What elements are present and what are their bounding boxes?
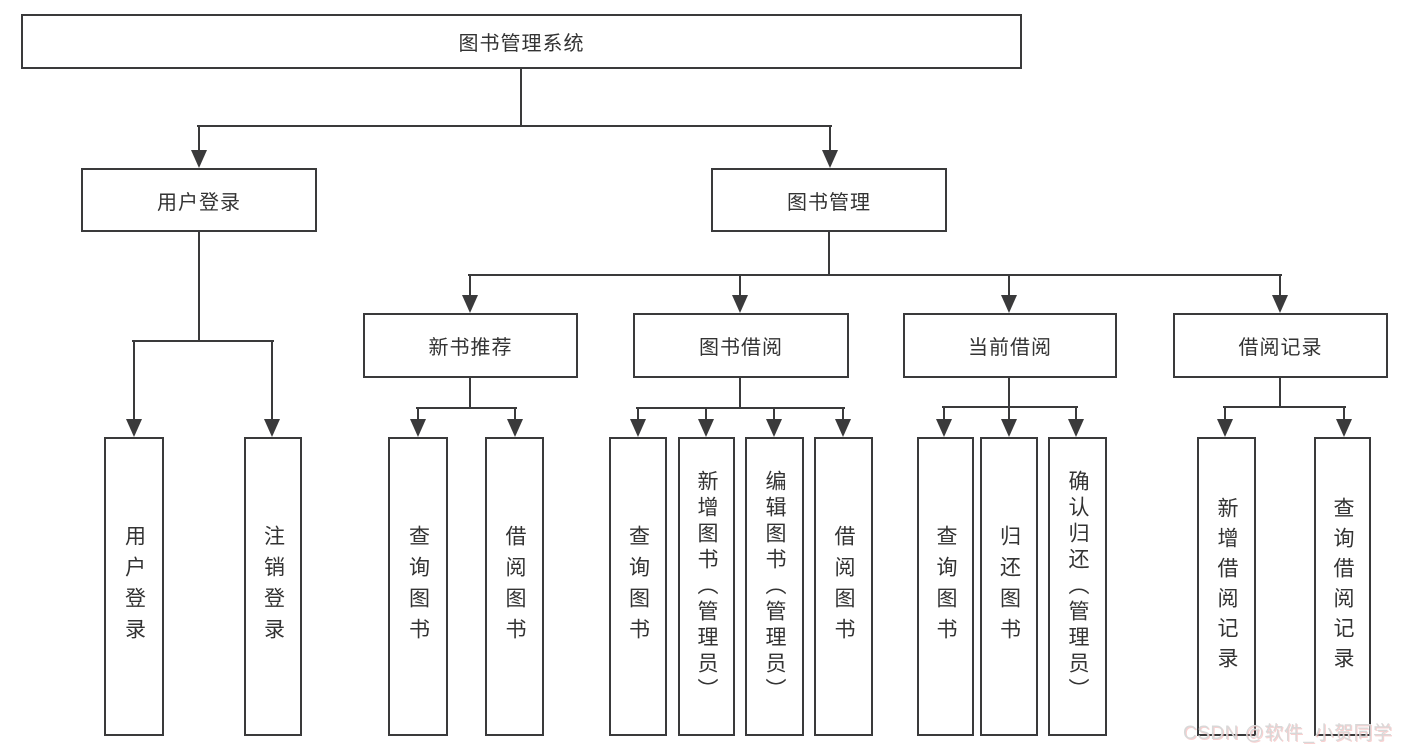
connector-drop <box>1279 274 1281 301</box>
arrowhead-down-icon <box>1001 295 1017 313</box>
leaf-bb-query-book-label: 查询图书 <box>626 524 650 649</box>
node-current-borrowing: 当前借阅 <box>903 313 1117 378</box>
connector-drop <box>705 407 707 425</box>
connector-drop <box>514 407 516 425</box>
connector-drop <box>842 407 844 425</box>
leaf-logout: 注销登录 <box>244 437 302 736</box>
arrowhead-down-icon <box>630 419 646 437</box>
leaf-cb-query-book-label: 查询图书 <box>934 524 957 649</box>
connector-stub <box>1008 378 1010 408</box>
connector-stub <box>739 378 741 409</box>
leaf-cb-return-book-label: 归还图书 <box>997 524 1021 649</box>
leaf-br-add-record: 新增借阅记录 <box>1197 437 1256 736</box>
connector-drop <box>469 274 471 301</box>
leaf-user-login: 用户登录 <box>104 437 164 736</box>
leaf-bb-borrow-book: 借阅图书 <box>814 437 873 736</box>
connector-bus <box>636 407 845 409</box>
connector-stub <box>1279 378 1281 408</box>
leaf-br-query-record: 查询借阅记录 <box>1314 437 1371 736</box>
connector-bus <box>942 406 1078 408</box>
node-book-management-label: 图书管理 <box>787 191 871 214</box>
connector-drop <box>829 125 831 156</box>
arrowhead-down-icon <box>1336 419 1352 437</box>
connector-drop <box>1343 406 1345 425</box>
connector-stub <box>469 378 471 409</box>
node-book-borrowing-label: 图书借阅 <box>699 337 783 359</box>
leaf-cb-confirm-return-label: 确认归还（管理员） <box>1066 469 1089 704</box>
leaf-cb-query-book: 查询图书 <box>917 437 974 736</box>
connector-drop <box>1075 406 1077 425</box>
node-user-login: 用户登录 <box>81 168 317 232</box>
leaf-br-query-record-label: 查询借阅记录 <box>1331 496 1354 677</box>
arrowhead-down-icon <box>126 419 142 437</box>
arrowhead-down-icon <box>1068 419 1084 437</box>
arrowhead-down-icon <box>462 295 478 313</box>
connector-drop <box>943 406 945 425</box>
node-book-management: 图书管理 <box>711 168 947 232</box>
leaf-logout-label: 注销登录 <box>261 524 285 649</box>
arrowhead-down-icon <box>835 419 851 437</box>
arrowhead-down-icon <box>264 419 280 437</box>
connector-drop <box>1008 406 1010 425</box>
arrowhead-down-icon <box>936 419 952 437</box>
connector-stub <box>520 69 522 127</box>
node-borrowing-records-label: 借阅记录 <box>1238 337 1323 359</box>
leaf-bb-add-book-label: 新增图书（管理员） <box>695 469 718 704</box>
connector-bus <box>416 407 517 409</box>
leaf-bb-edit-book-label: 编辑图书（管理员） <box>763 469 786 704</box>
node-new-book-recommend-label: 新书推荐 <box>428 337 513 359</box>
leaf-bb-edit-book: 编辑图书（管理员） <box>745 437 804 736</box>
connector-drop <box>1224 406 1226 425</box>
leaf-cb-confirm-return: 确认归还（管理员） <box>1048 437 1107 736</box>
connector-bus <box>1223 406 1346 408</box>
watermark: CSDN @软件_小贺同学 <box>1183 723 1393 744</box>
arrowhead-down-icon <box>766 419 782 437</box>
node-borrowing-records: 借阅记录 <box>1173 313 1388 378</box>
connector-drop <box>1008 274 1010 301</box>
node-user-login-label: 用户登录 <box>157 191 241 214</box>
arrowhead-down-icon <box>191 150 207 168</box>
arrowhead-down-icon <box>822 150 838 168</box>
connector-drop <box>637 407 639 425</box>
connector-stub <box>828 232 830 276</box>
leaf-bb-add-book: 新增图书（管理员） <box>678 437 735 736</box>
arrowhead-down-icon <box>732 295 748 313</box>
connector-bus <box>468 274 1282 276</box>
connector-bus <box>197 125 832 127</box>
connector-stub <box>198 232 200 342</box>
connector-drop <box>133 340 135 425</box>
arrowhead-down-icon <box>410 419 426 437</box>
leaf-bb-query-book: 查询图书 <box>609 437 667 736</box>
node-current-borrowing-label: 当前借阅 <box>968 337 1052 359</box>
arrowhead-down-icon <box>1217 419 1233 437</box>
connector-drop <box>271 340 273 425</box>
arrowhead-down-icon <box>1272 295 1288 313</box>
connector-drop <box>739 274 741 301</box>
leaf-nb-query-book-label: 查询图书 <box>406 524 430 649</box>
leaf-nb-query-book: 查询图书 <box>388 437 448 736</box>
arrowhead-down-icon <box>507 419 523 437</box>
connector-drop <box>417 407 419 425</box>
node-library-system-label: 图书管理系统 <box>458 33 585 55</box>
connector-bus <box>132 340 274 342</box>
connector-drop <box>773 407 775 425</box>
leaf-cb-return-book: 归还图书 <box>980 437 1038 736</box>
node-book-borrowing: 图书借阅 <box>633 313 849 378</box>
arrowhead-down-icon <box>1001 419 1017 437</box>
leaf-nb-borrow-book: 借阅图书 <box>485 437 544 736</box>
leaf-nb-borrow-book-label: 借阅图书 <box>503 524 526 649</box>
node-library-system: 图书管理系统 <box>21 14 1022 69</box>
node-new-book-recommend: 新书推荐 <box>363 313 578 378</box>
leaf-br-add-record-label: 新增借阅记录 <box>1215 496 1238 677</box>
leaf-user-login-label: 用户登录 <box>122 524 146 649</box>
leaf-bb-borrow-book-label: 借阅图书 <box>832 524 855 649</box>
arrowhead-down-icon <box>698 419 714 437</box>
connector-drop <box>198 125 200 156</box>
